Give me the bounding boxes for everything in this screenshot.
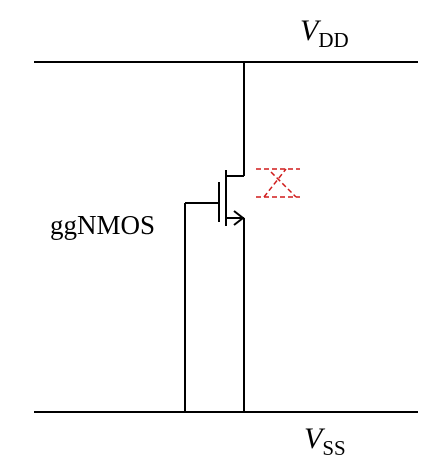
vss-label-sub: SS [322,436,345,460]
vdd-label-var: V [300,14,322,47]
vdd-label: VDD [300,14,349,52]
vdd-label-sub: DD [318,28,348,52]
vss-label: VSS [304,422,346,460]
device-label: ggNMOS [50,210,155,240]
vss-label-var: V [304,422,326,455]
dashed-diode-icon [256,168,300,198]
